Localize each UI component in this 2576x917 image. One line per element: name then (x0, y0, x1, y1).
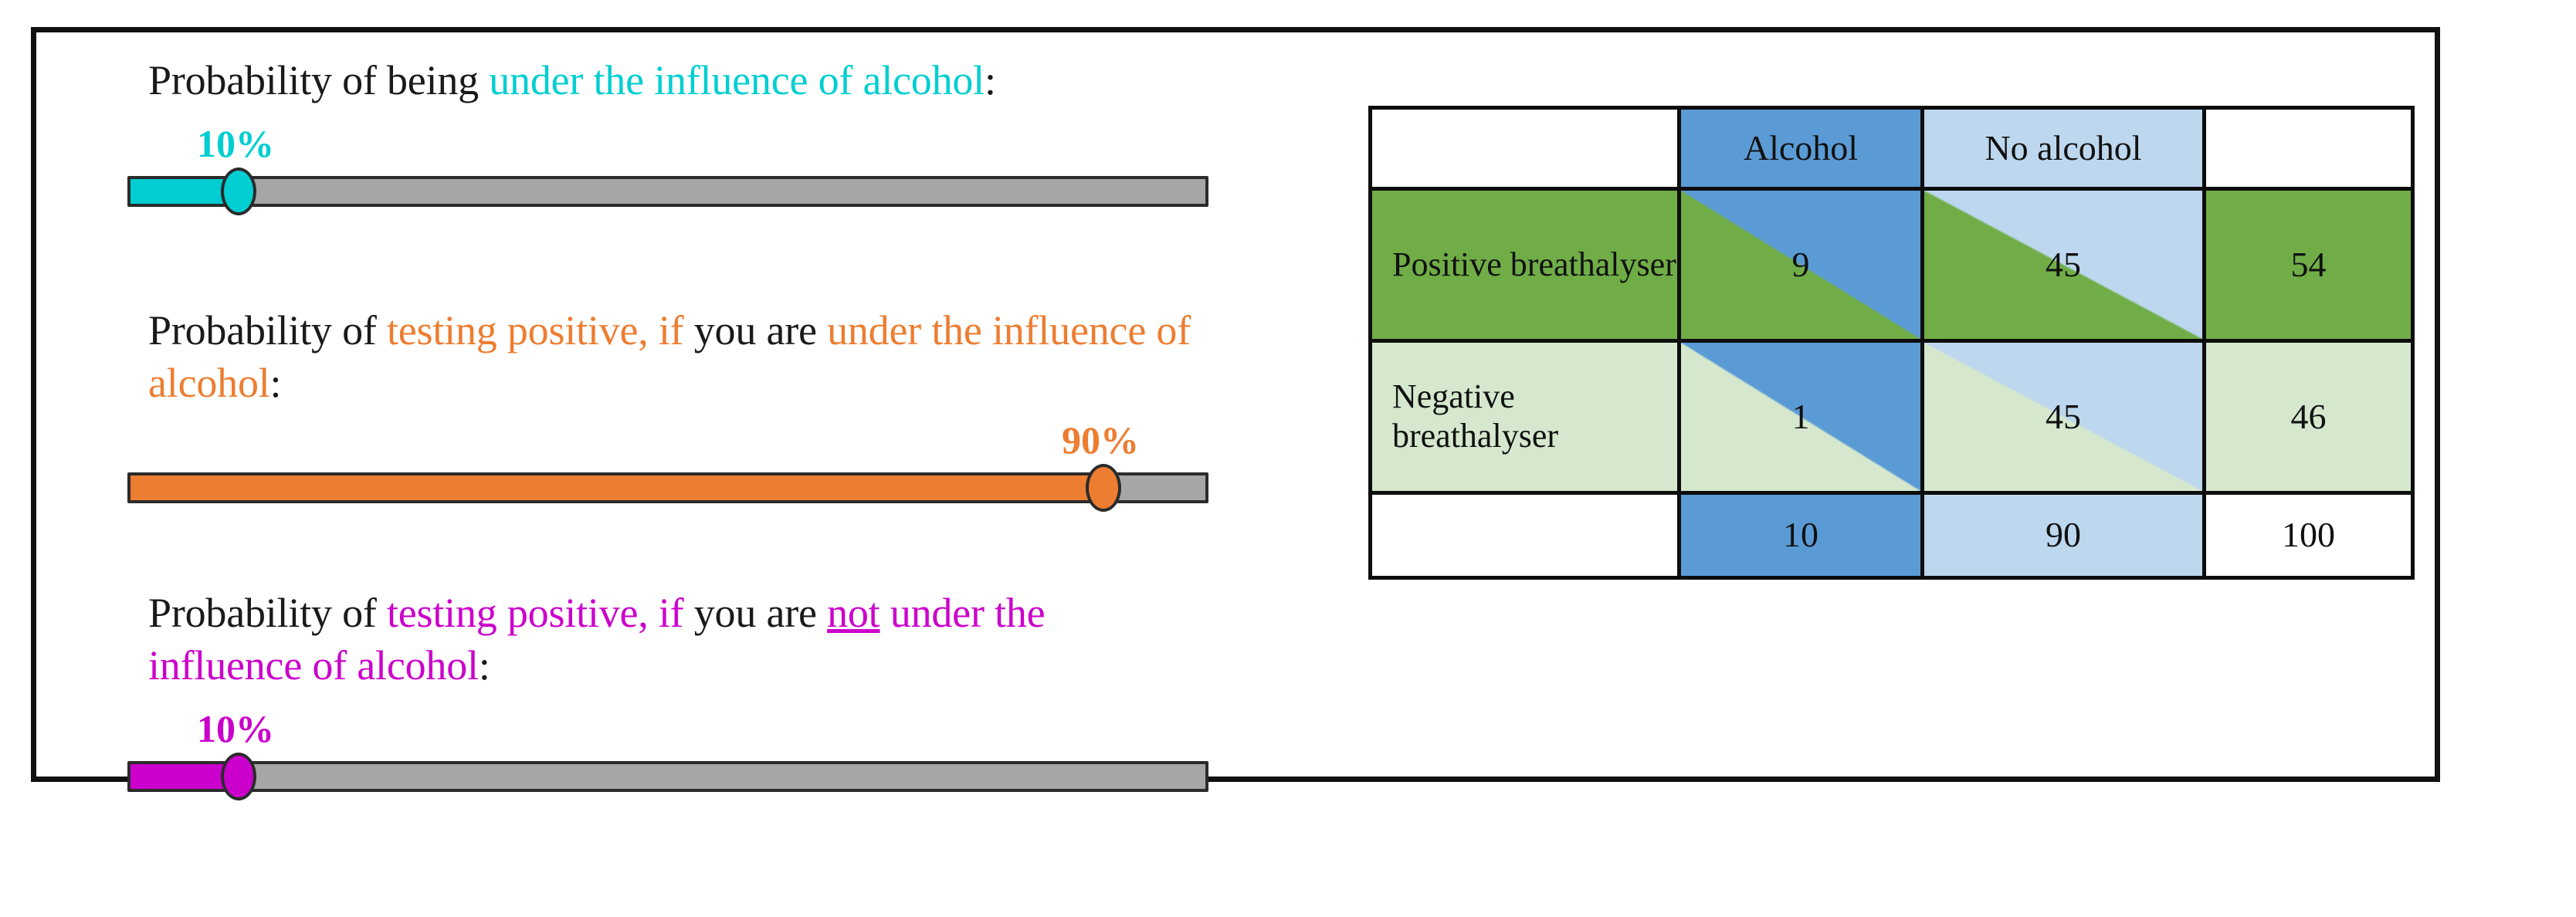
table-cell-total-alcohol-value: 10 (1783, 515, 1818, 555)
diagonal-split-positive-alcohol (1681, 191, 1920, 339)
slider-label-true-positive-rate: Probability of testing positive, if you … (148, 304, 1206, 409)
table-cell-positive-alcohol: 9 (1677, 187, 1924, 343)
slider-label-segment: testing positive, if (386, 307, 684, 354)
slider-track-true-positive-rate[interactable] (127, 464, 1208, 512)
table-cell-corner-top-right (2202, 106, 2415, 191)
table-header-negative-breathalyser: Negative breathalyser (1368, 339, 1681, 495)
slider-label-segment: Probability of being (148, 57, 490, 103)
slider-panel: Probability of being under the influence… (36, 32, 1241, 800)
table-cell-negative-no-alcohol-value: 45 (2046, 396, 2081, 436)
table-cell-negative-alcohol-value: 1 (1791, 396, 1810, 436)
table-cell-positive-no-alcohol-value: 45 (2046, 244, 2081, 284)
table-header-alcohol: Alcohol (1677, 106, 1924, 191)
slider-label-segment: Probability of (148, 590, 387, 636)
slider-value-row-false-positive-rate: 10% (127, 707, 1208, 755)
table-header-positive-breathalyser: Positive breathalyser (1368, 187, 1681, 343)
slider-label-segment: testing positive, if (386, 590, 684, 636)
table-cell-positive-total-value: 54 (2290, 244, 2327, 284)
table-cell-negative-total-value: 46 (2290, 396, 2327, 436)
table-row-positive: Positive breathalyser 9 45 54 (1368, 187, 2415, 343)
slider-label-alcohol-prior: Probability of being under the influence… (148, 54, 1206, 107)
slider-value-false-positive-rate: 10% (197, 707, 274, 750)
table-cell-grand-total: 100 (2202, 491, 2415, 580)
slider-thumb-alcohol-prior[interactable] (221, 167, 256, 215)
table-row-total: 10 90 100 (1368, 491, 2415, 580)
table-cell-corner-top-left (1368, 106, 1681, 191)
slider-label-segment: : (985, 57, 996, 103)
slider-value-alcohol-prior: 10% (197, 122, 274, 165)
slider-label-segment: : (478, 642, 490, 689)
figure-frame: Probability of being under the influence… (31, 27, 2440, 800)
slider-track-alcohol-prior[interactable] (127, 167, 1208, 215)
diagonal-split-negative-no-alcohol (1924, 343, 2202, 491)
slider-label-segment: not (827, 590, 880, 636)
diagonal-split-negative-alcohol (1681, 343, 1920, 491)
slider-value-row-true-positive-rate: 90% (127, 418, 1208, 466)
slider-label-segment: under the influence of alcohol (489, 57, 985, 103)
slider-fill-true-positive-rate (130, 475, 1103, 500)
slider-fill-alcohol-prior (130, 179, 239, 204)
slider-label-segment: you are (683, 307, 828, 354)
diagonal-split-positive-no-alcohol (1924, 191, 2202, 339)
table-cell-corner-bottom-left (1368, 491, 1681, 580)
slider-label-segment: under the influence of alcohol (148, 590, 1046, 689)
table-cell-positive-alcohol-value: 9 (1791, 244, 1810, 284)
table-header-no-alcohol-label: No alcohol (1985, 127, 2142, 167)
table-cell-total-no-alcohol-value: 90 (2046, 515, 2081, 555)
slider-value-row-alcohol-prior: 10% (127, 122, 1208, 170)
table-header-alcohol-label: Alcohol (1743, 127, 1859, 167)
slider-label-false-positive-rate: Probability of testing positive, if you … (148, 587, 1206, 692)
table-row-header: Alcohol No alcohol (1368, 106, 2415, 191)
table-cell-total-alcohol: 10 (1677, 491, 1924, 580)
contingency-table: Alcohol No alcohol Positive breathalyser… (1368, 106, 2415, 580)
table-cell-negative-total: 46 (2202, 339, 2415, 495)
table-header-negative-breathalyser-label: Negative breathalyser (1392, 377, 1558, 455)
slider-fill-false-positive-rate (130, 764, 239, 789)
slider-label-segment: : (269, 360, 282, 406)
table-row-negative: Negative breathalyser 1 45 46 (1368, 339, 2415, 495)
contingency-table-panel: Alcohol No alcohol Positive breathalyser… (1368, 106, 2415, 580)
table-cell-total-no-alcohol: 90 (1920, 491, 2206, 580)
table-cell-positive-total: 54 (2202, 187, 2415, 343)
table-cell-positive-no-alcohol: 45 (1920, 187, 2206, 343)
slider-thumb-true-positive-rate[interactable] (1086, 464, 1121, 512)
slider-label-segment: under the influence of alcohol (148, 307, 1191, 406)
table-header-positive-breathalyser-label: Positive breathalyser (1392, 245, 1676, 283)
table-cell-negative-no-alcohol: 45 (1920, 339, 2206, 495)
slider-value-true-positive-rate: 90% (1062, 418, 1139, 462)
slider-thumb-false-positive-rate[interactable] (221, 753, 256, 800)
table-header-no-alcohol: No alcohol (1920, 106, 2206, 191)
slider-label-segment: Probability of (148, 307, 387, 354)
slider-track-false-positive-rate[interactable] (127, 753, 1208, 800)
table-cell-negative-alcohol: 1 (1677, 339, 1924, 495)
table-cell-grand-total-value: 100 (2282, 515, 2335, 555)
slider-label-segment: you are (683, 590, 828, 636)
